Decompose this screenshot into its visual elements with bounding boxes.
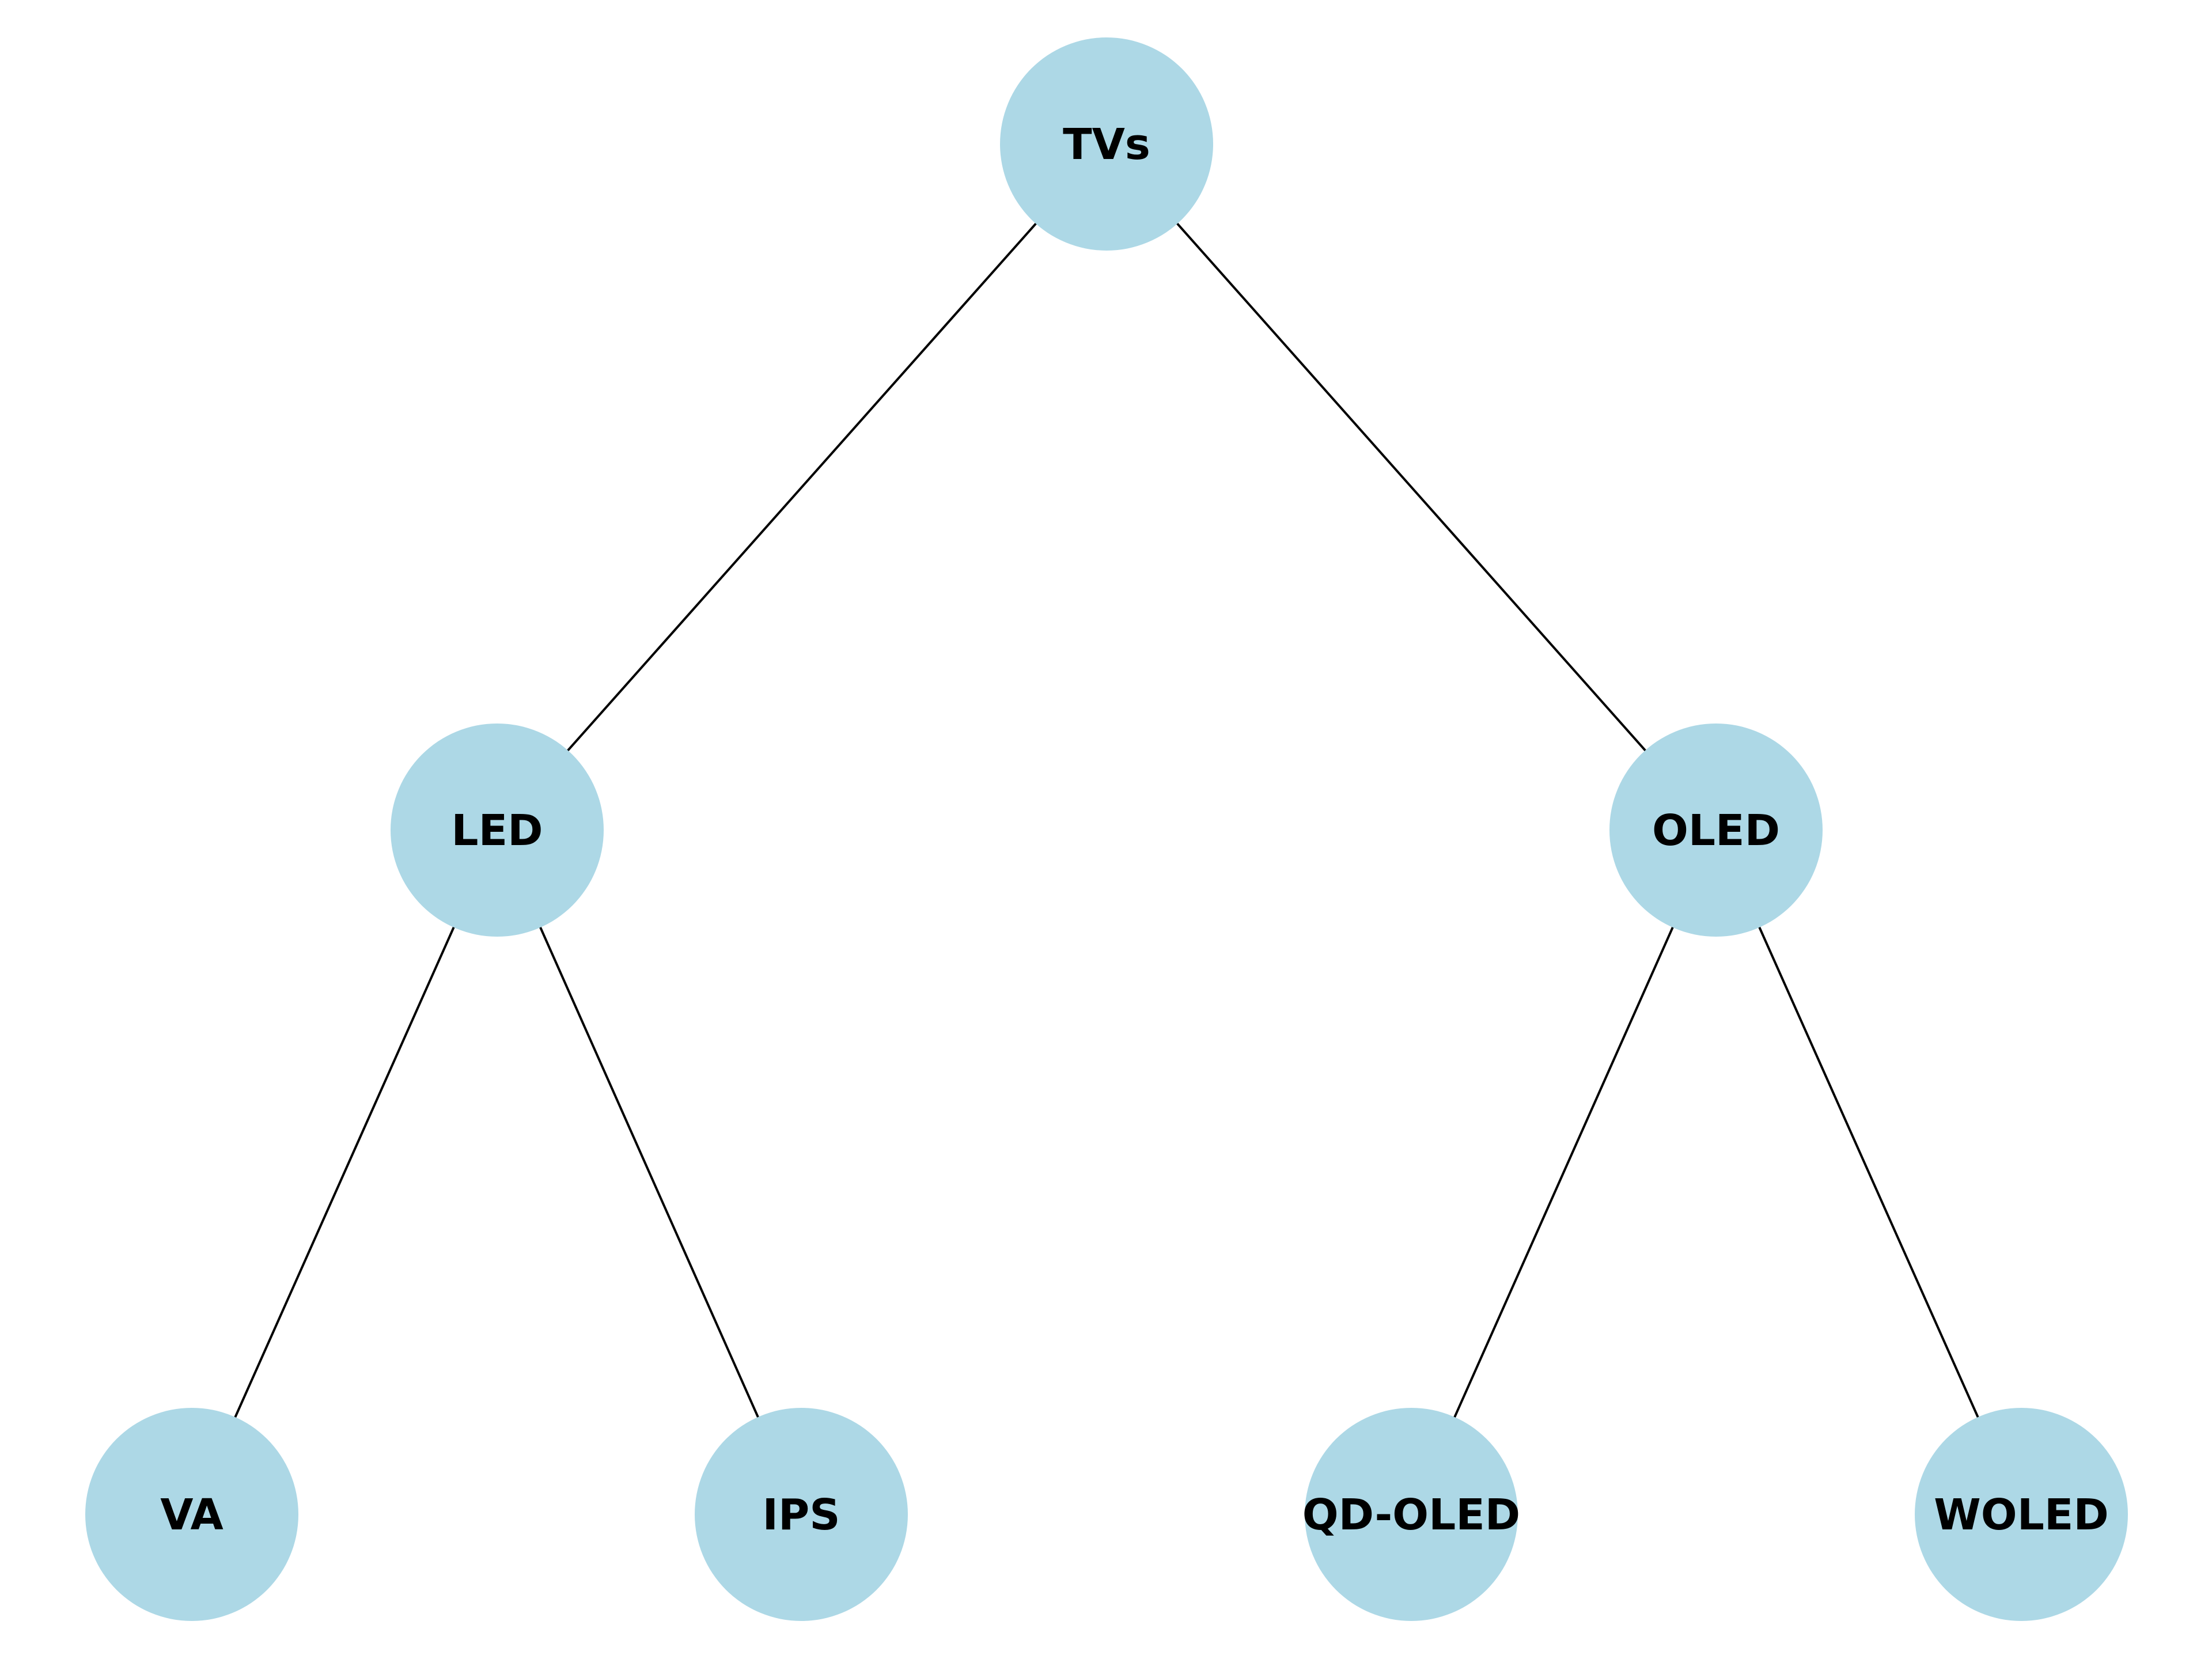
node-label-LED: LED — [451, 806, 543, 855]
node-LED: LED — [391, 724, 604, 937]
edge-OLED-QD-OLED — [1410, 830, 1717, 1515]
node-VA: VA — [85, 1408, 298, 1621]
edge-TVs-LED — [496, 143, 1108, 831]
node-circle-LED — [391, 724, 604, 937]
edge-TVs-OLED — [1105, 143, 1717, 831]
edge-LED-IPS — [496, 830, 802, 1515]
node-circle-OLED — [1609, 724, 1823, 937]
edge-LED-VA — [191, 830, 498, 1515]
node-circle-WOLED — [1915, 1408, 2128, 1621]
node-IPS: IPS — [695, 1408, 908, 1621]
node-WOLED: WOLED — [1915, 1408, 2128, 1621]
node-circle-VA — [85, 1408, 298, 1621]
node-circle-TVs — [1000, 37, 1213, 251]
node-TVs: TVs — [1000, 37, 1213, 251]
node-label-TVs: TVs — [1063, 120, 1150, 169]
edges-layer — [191, 143, 2022, 1515]
node-circle-QD-OLED — [1305, 1408, 1518, 1621]
node-label-WOLED: WOLED — [1934, 1490, 2109, 1540]
node-label-IPS: IPS — [762, 1490, 840, 1540]
node-circle-IPS — [695, 1408, 908, 1621]
node-label-QD-OLED: QD-OLED — [1302, 1490, 1520, 1540]
node-OLED: OLED — [1609, 724, 1823, 937]
node-label-OLED: OLED — [1652, 806, 1780, 855]
edge-OLED-WOLED — [1715, 830, 2022, 1515]
node-label-VA: VA — [160, 1490, 224, 1540]
node-QD-OLED: QD-OLED — [1302, 1408, 1520, 1621]
